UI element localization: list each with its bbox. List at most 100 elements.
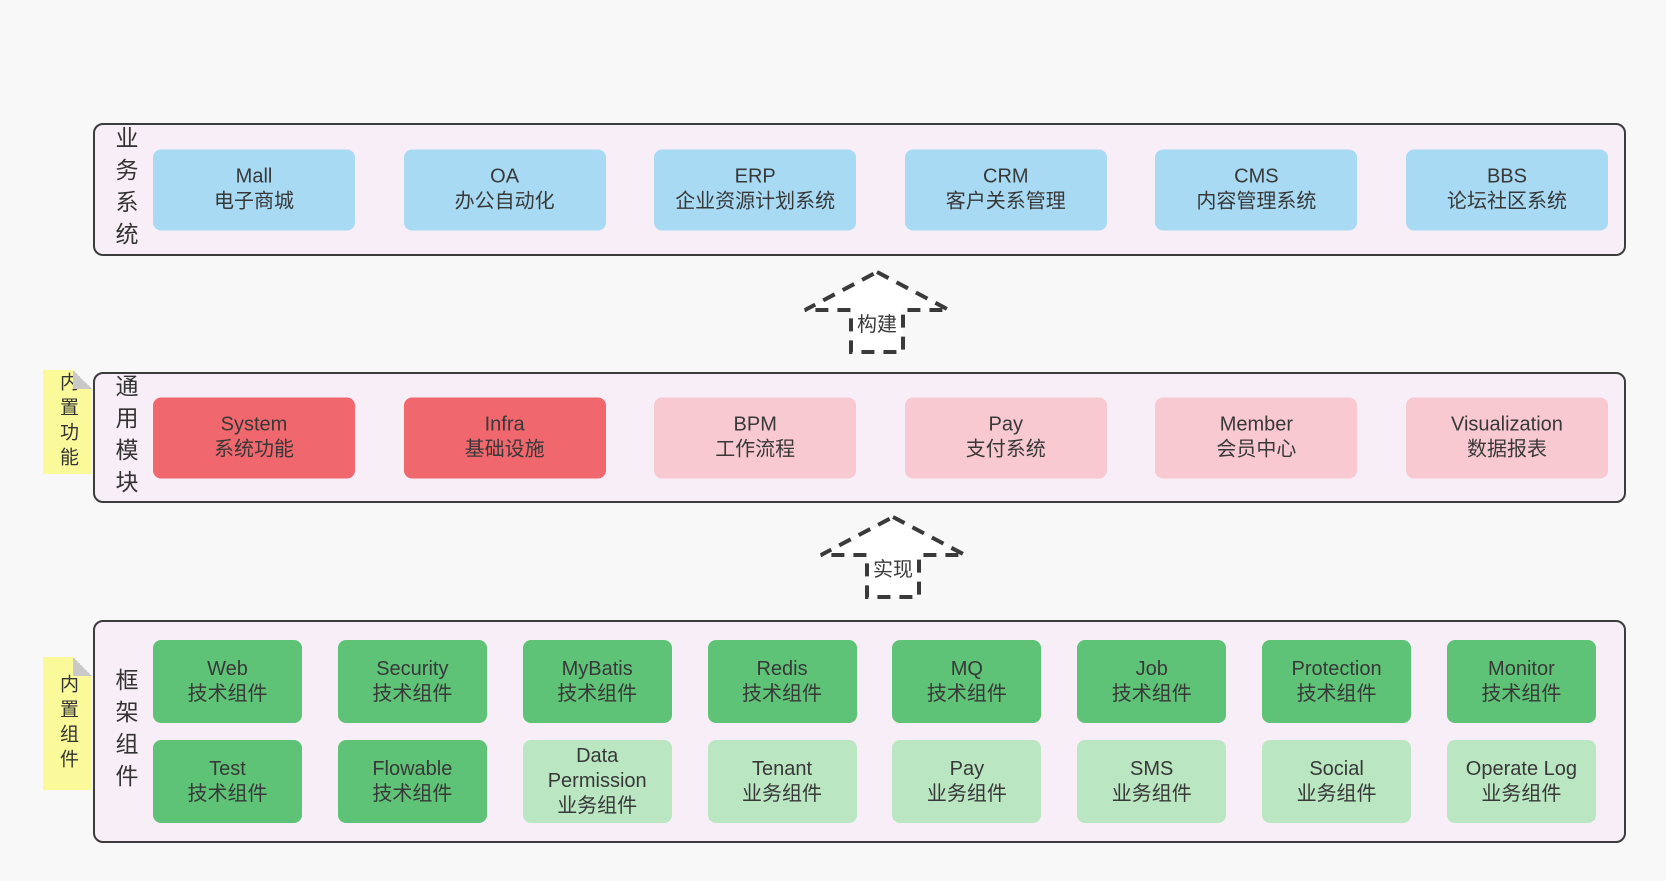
- box-name: MyBatis: [561, 657, 633, 680]
- box-mall: Mall 电子商城: [153, 149, 355, 230]
- box-subtitle: 技术组件: [1111, 682, 1192, 705]
- box-subtitle: 业务组件: [926, 782, 1007, 805]
- box-mq: MQ 技术组件: [892, 640, 1042, 723]
- implement-arrow-label: 实现: [873, 558, 913, 581]
- box-subtitle: 技术组件: [1481, 682, 1562, 705]
- components-row-2: Test 技术组件 Flowable 技术组件 Data Permission …: [153, 740, 1596, 823]
- box-name: System: [220, 413, 288, 436]
- sticky-note-built-in-components: 内置组件: [43, 657, 92, 790]
- box-name: CRM: [983, 165, 1029, 188]
- box-social: Social 业务组件: [1262, 740, 1412, 823]
- box-data-permission: Data Permission 业务组件: [522, 740, 672, 823]
- box-subtitle: 业务组件: [1111, 782, 1192, 805]
- box-name: Data Permission: [547, 745, 647, 792]
- box-name: Flowable: [372, 757, 453, 780]
- box-operate-log: Operate Log 业务组件: [1446, 740, 1596, 823]
- box-subtitle: 业务组件: [557, 795, 638, 817]
- box-name: Pay: [949, 757, 985, 780]
- box-name: Protection: [1291, 657, 1382, 680]
- sticky-note-text: 内置组件: [57, 673, 78, 774]
- build-arrow-label: 构建: [857, 313, 897, 336]
- layer-business-systems: 业务系统 Mall 电子商城 OA 办公自动化 ERP 企业资源计划系统 CRM…: [93, 123, 1626, 256]
- box-oa: OA 办公自动化: [403, 149, 606, 230]
- modules-boxes-row: System 系统功能 Infra 基础设施 BPM 工作流程 Pay 支付系统…: [153, 397, 1608, 478]
- box-name: BBS: [1486, 165, 1527, 188]
- box-subtitle: 支付系统: [965, 438, 1046, 461]
- box-infra: Infra 基础设施: [403, 397, 606, 478]
- box-subtitle: 技术组件: [187, 782, 268, 805]
- box-name: Pay: [988, 413, 1024, 436]
- box-redis: Redis 技术组件: [707, 640, 857, 723]
- box-subtitle: 办公自动化: [454, 190, 555, 213]
- components-rows: Web 技术组件 Security 技术组件 MyBatis 技术组件 Redi…: [153, 640, 1596, 823]
- box-job: Job 技术组件: [1077, 640, 1227, 723]
- box-system: System 系统功能: [153, 397, 355, 478]
- box-flowable: Flowable 技术组件: [337, 740, 487, 823]
- box-pay-component: Pay 业务组件: [892, 740, 1042, 823]
- box-subtitle: 系统功能: [214, 438, 294, 461]
- implement-arrow-icon: 实现: [820, 514, 966, 599]
- layer-label-components: 框架组件: [112, 667, 138, 796]
- box-bbs: BBS 论坛社区系统: [1405, 149, 1608, 230]
- box-web: Web 技术组件: [153, 640, 302, 723]
- box-name: CMS: [1234, 165, 1279, 188]
- box-subtitle: 技术组件: [1296, 682, 1377, 705]
- box-name: Redis: [756, 657, 808, 680]
- box-subtitle: 技术组件: [742, 682, 823, 705]
- box-subtitle: 客户关系管理: [945, 190, 1066, 213]
- box-name: Operate Log: [1465, 757, 1577, 780]
- box-bpm: BPM 工作流程: [654, 397, 857, 478]
- box-name: Infra: [484, 413, 525, 436]
- box-subtitle: 电子商城: [214, 190, 294, 213]
- box-name: BPM: [733, 413, 777, 436]
- box-visualization: Visualization 数据报表: [1405, 397, 1608, 478]
- box-subtitle: 技术组件: [187, 682, 268, 705]
- box-name: Social: [1309, 757, 1364, 780]
- box-erp: ERP 企业资源计划系统: [654, 149, 857, 230]
- sticky-fold-icon: [73, 370, 92, 389]
- box-name: MQ: [950, 657, 983, 680]
- box-subtitle: 工作流程: [715, 438, 796, 461]
- box-subtitle: 论坛社区系统: [1446, 190, 1567, 213]
- box-crm: CRM 客户关系管理: [904, 149, 1107, 230]
- box-security: Security 技术组件: [337, 640, 487, 723]
- business-boxes-row: Mall 电子商城 OA 办公自动化 ERP 企业资源计划系统 CRM 客户关系…: [153, 149, 1608, 230]
- box-subtitle: 企业资源计划系统: [675, 190, 836, 213]
- box-subtitle: 技术组件: [372, 682, 453, 705]
- box-mybatis: MyBatis 技术组件: [522, 640, 672, 723]
- box-protection: Protection 技术组件: [1262, 640, 1412, 723]
- box-name: Member: [1219, 413, 1294, 436]
- box-pay-module: Pay 支付系统: [904, 397, 1107, 478]
- box-subtitle: 技术组件: [926, 682, 1007, 705]
- sticky-note-built-in-features: 内置功能: [43, 370, 92, 474]
- components-row-1: Web 技术组件 Security 技术组件 MyBatis 技术组件 Redi…: [153, 640, 1596, 723]
- box-monitor: Monitor 技术组件: [1446, 640, 1596, 723]
- box-subtitle: 会员中心: [1216, 438, 1297, 461]
- box-name: Tenant: [752, 757, 813, 780]
- box-tenant: Tenant 业务组件: [707, 740, 857, 823]
- box-name: Test: [209, 757, 246, 780]
- build-arrow-icon: 构建: [804, 269, 950, 354]
- box-subtitle: 业务组件: [1481, 782, 1562, 805]
- box-name: Web: [207, 657, 248, 680]
- box-subtitle: 技术组件: [557, 682, 638, 705]
- sticky-note-text: 内置功能: [57, 372, 78, 472]
- box-subtitle: 内容管理系统: [1196, 190, 1317, 213]
- box-name: Visualization: [1451, 413, 1563, 436]
- box-subtitle: 技术组件: [372, 782, 453, 805]
- box-name: SMS: [1130, 757, 1174, 780]
- box-sms: SMS 业务组件: [1077, 740, 1227, 823]
- layer-common-modules: 通用模块 System 系统功能 Infra 基础设施 BPM 工作流程 Pay…: [93, 372, 1626, 503]
- box-name: Job: [1135, 657, 1168, 680]
- box-cms: CMS 内容管理系统: [1155, 149, 1358, 230]
- box-name: Mall: [235, 165, 273, 188]
- box-subtitle: 数据报表: [1466, 438, 1547, 461]
- box-test: Test 技术组件: [153, 740, 302, 823]
- box-member: Member 会员中心: [1155, 397, 1358, 478]
- box-subtitle: 基础设施: [464, 438, 545, 461]
- layer-label-modules: 通用模块: [112, 373, 138, 502]
- layer-label-business: 业务系统: [112, 125, 138, 254]
- box-name: Monitor: [1488, 657, 1555, 680]
- layer-framework-components: 框架组件 Web 技术组件 Security 技术组件 MyBatis 技术组件…: [93, 620, 1626, 843]
